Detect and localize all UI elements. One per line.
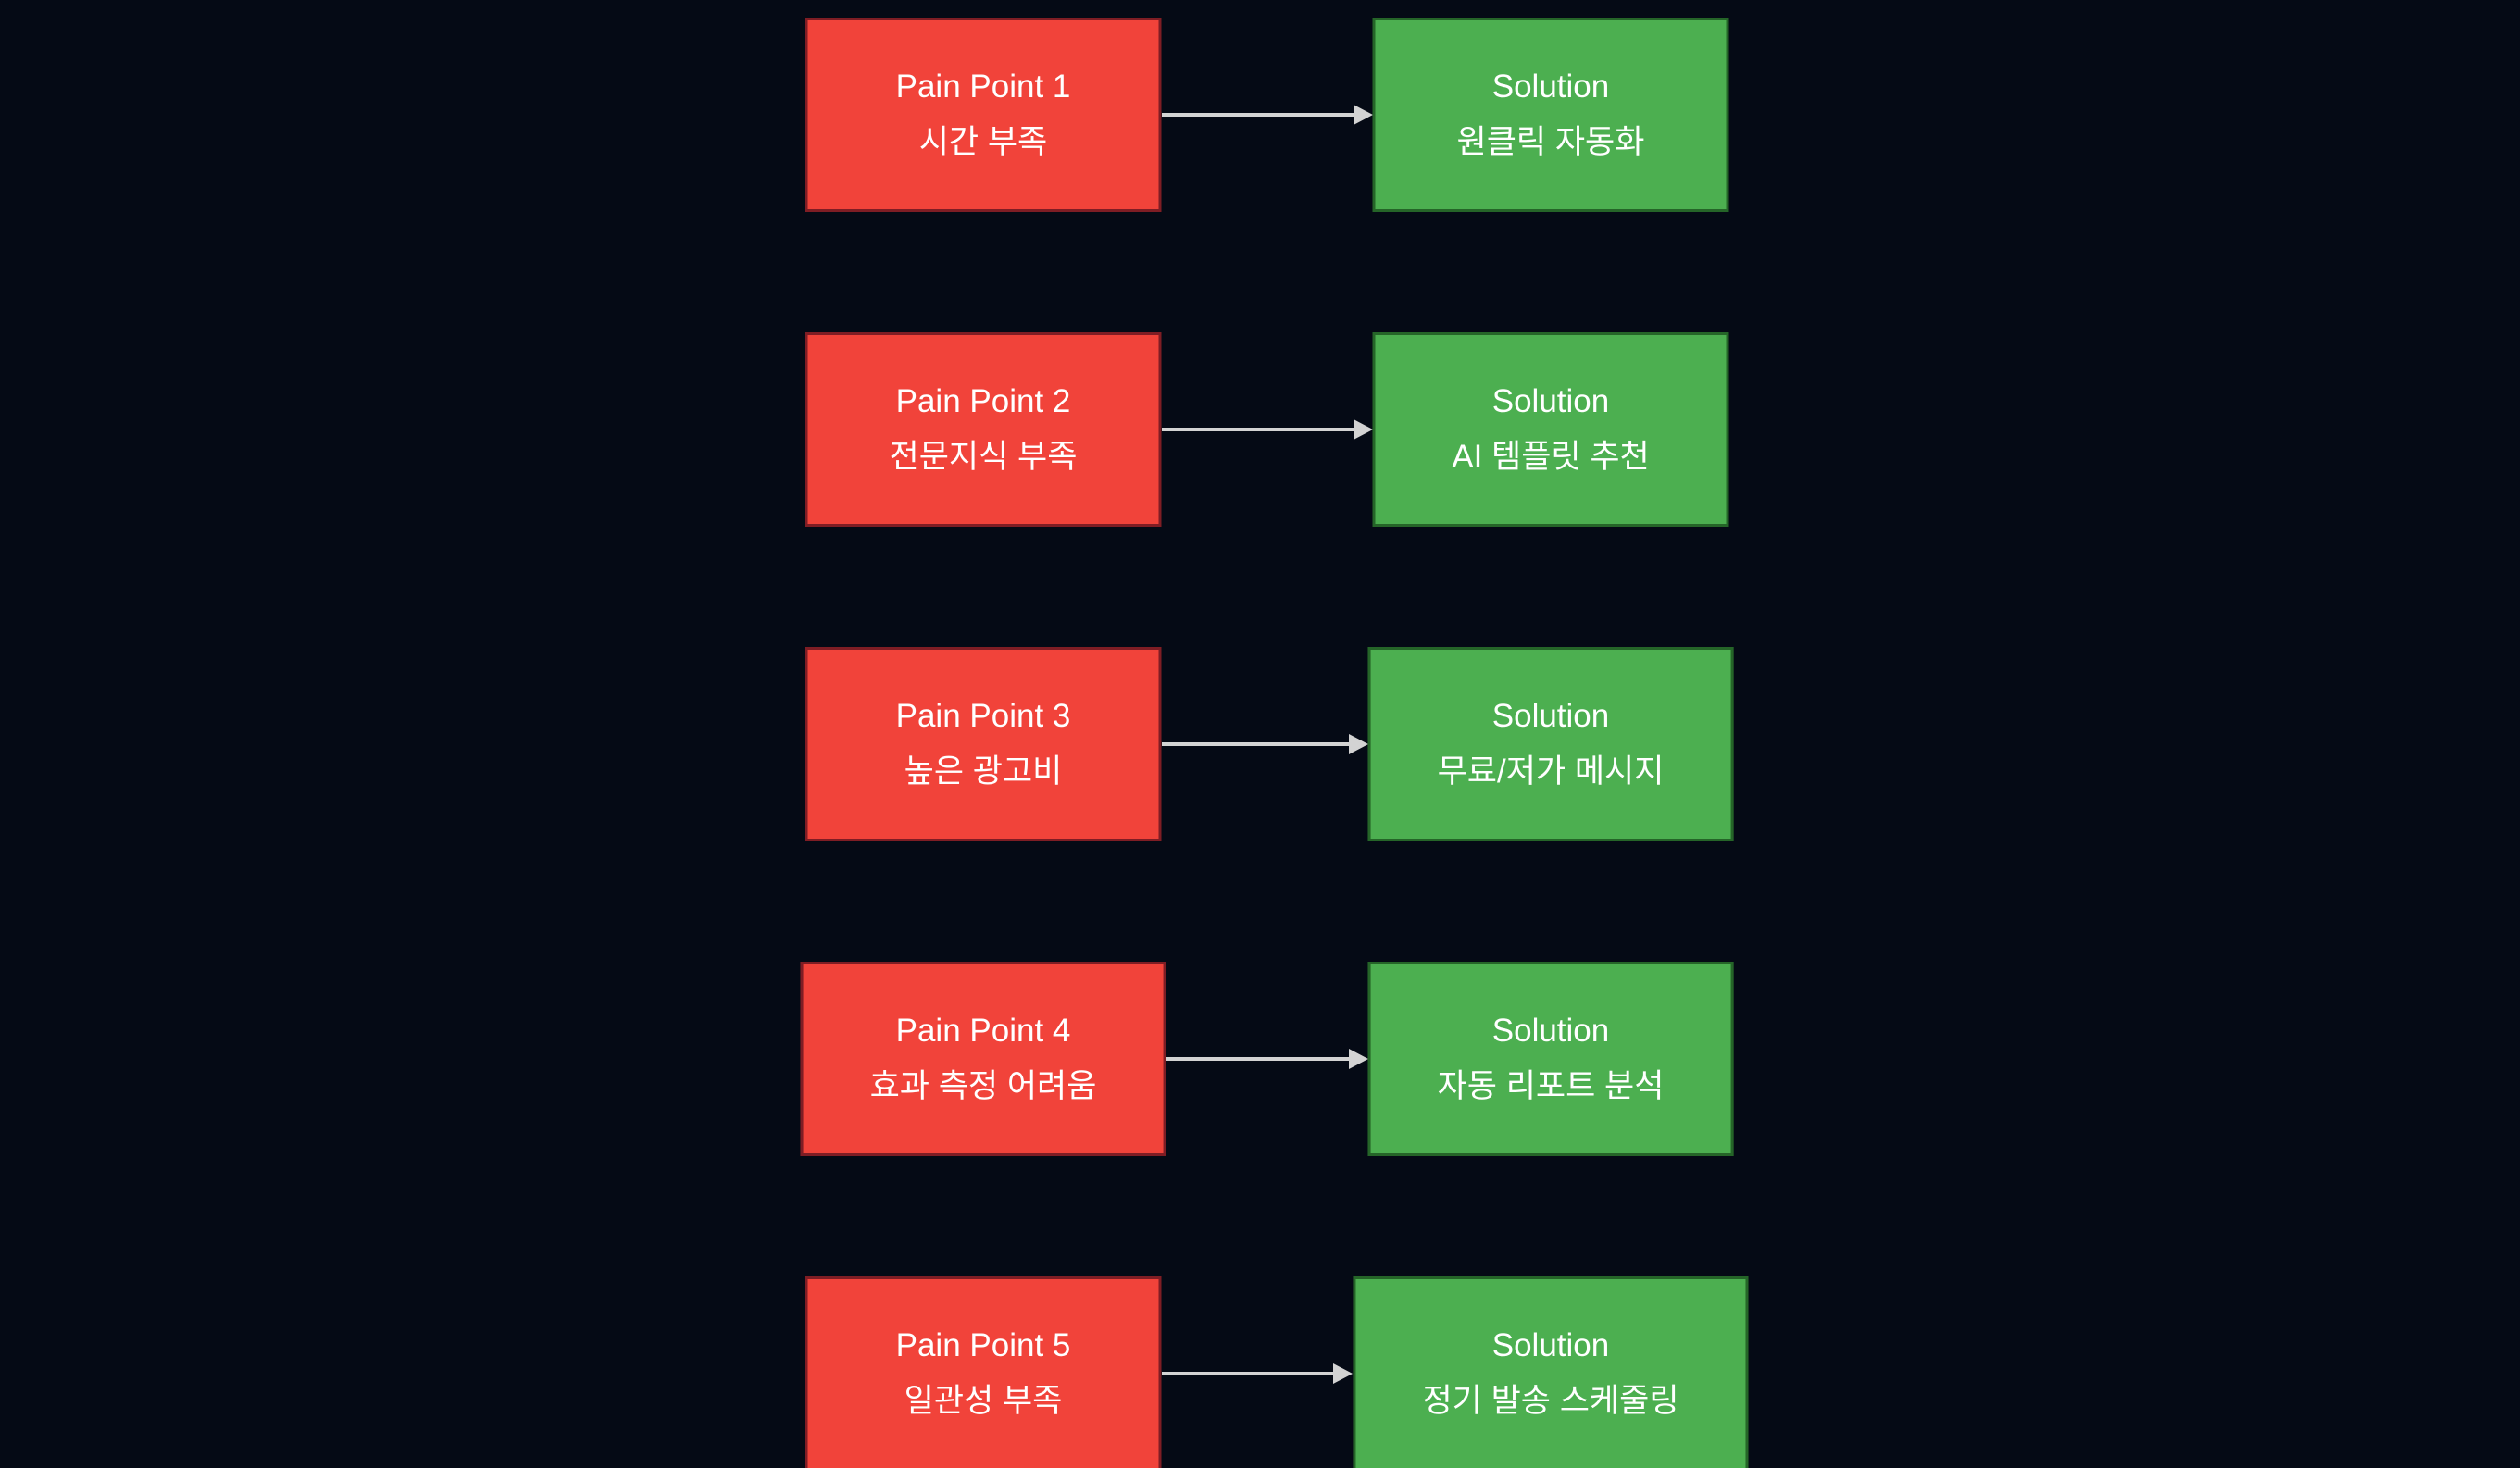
pain-point-node: Pain Point 3 높은 광고비 [805, 647, 1162, 841]
pain-point-node: Pain Point 4 효과 측정 어려움 [800, 962, 1166, 1156]
solution-subtitle: 정기 발송 스케줄링 [1422, 1383, 1679, 1419]
flow-arrow [1166, 1048, 1368, 1070]
arrow-line [1161, 113, 1354, 117]
arrow-head-icon [1333, 1363, 1354, 1384]
solution-node: Solution 원클릭 자동화 [1372, 18, 1729, 212]
solution-subtitle: AI 템플릿 추천 [1452, 439, 1650, 475]
flow-row: Pain Point 4 효과 측정 어려움 Solution 자동 리포트 분… [0, 962, 2520, 1156]
arrow-head-icon [1348, 734, 1368, 754]
flow-row: Pain Point 1 시간 부족 Solution 원클릭 자동화 [0, 18, 2520, 212]
solution-subtitle: 무료/저가 메시지 [1437, 753, 1665, 790]
pain-point-subtitle: 효과 측정 어려움 [869, 1068, 1097, 1104]
arrow-head-icon [1353, 105, 1373, 125]
pain-point-node: Pain Point 2 전문지식 부족 [805, 332, 1162, 527]
solution-title: Solution [1491, 383, 1610, 419]
solution-title: Solution [1491, 1013, 1610, 1049]
flow-arrow [1161, 418, 1373, 441]
flow-arrow [1161, 733, 1368, 755]
pain-point-title: Pain Point 5 [895, 1327, 1071, 1363]
pain-point-node: Pain Point 5 일관성 부족 [805, 1276, 1162, 1468]
pain-point-node: Pain Point 1 시간 부족 [805, 18, 1162, 212]
arrow-head-icon [1348, 1049, 1368, 1069]
solution-title: Solution [1491, 68, 1610, 105]
flow-arrow [1161, 104, 1373, 126]
pain-point-subtitle: 전문지식 부족 [889, 439, 1078, 475]
solution-node: Solution 무료/저가 메시지 [1367, 647, 1734, 841]
flow-row: Pain Point 2 전문지식 부족 Solution AI 템플릿 추천 [0, 332, 2520, 527]
flow-row: Pain Point 3 높은 광고비 Solution 무료/저가 메시지 [0, 647, 2520, 841]
pain-point-title: Pain Point 2 [895, 383, 1071, 419]
solution-node: Solution 정기 발송 스케줄링 [1353, 1276, 1749, 1468]
pain-point-title: Pain Point 4 [895, 1013, 1071, 1049]
solution-subtitle: 자동 리포트 분석 [1437, 1068, 1665, 1104]
pain-point-subtitle: 높은 광고비 [904, 753, 1063, 790]
pain-point-subtitle: 일관성 부족 [904, 1383, 1063, 1419]
solution-node: Solution 자동 리포트 분석 [1367, 962, 1734, 1156]
solution-node: Solution AI 템플릿 추천 [1372, 332, 1729, 527]
flow-arrow [1161, 1362, 1354, 1385]
arrow-line [1161, 1372, 1334, 1375]
pain-point-title: Pain Point 1 [895, 68, 1071, 105]
flow-row: Pain Point 5 일관성 부족 Solution 정기 발송 스케줄링 [0, 1276, 2520, 1468]
solution-subtitle: 원클릭 자동화 [1456, 124, 1645, 160]
pain-point-subtitle: 시간 부족 [918, 124, 1048, 160]
solution-title: Solution [1491, 1327, 1610, 1363]
solution-title: Solution [1491, 698, 1610, 734]
arrow-head-icon [1353, 419, 1373, 440]
arrow-line [1161, 742, 1349, 746]
pain-point-title: Pain Point 3 [895, 698, 1071, 734]
arrow-line [1161, 428, 1354, 431]
arrow-line [1166, 1057, 1349, 1061]
